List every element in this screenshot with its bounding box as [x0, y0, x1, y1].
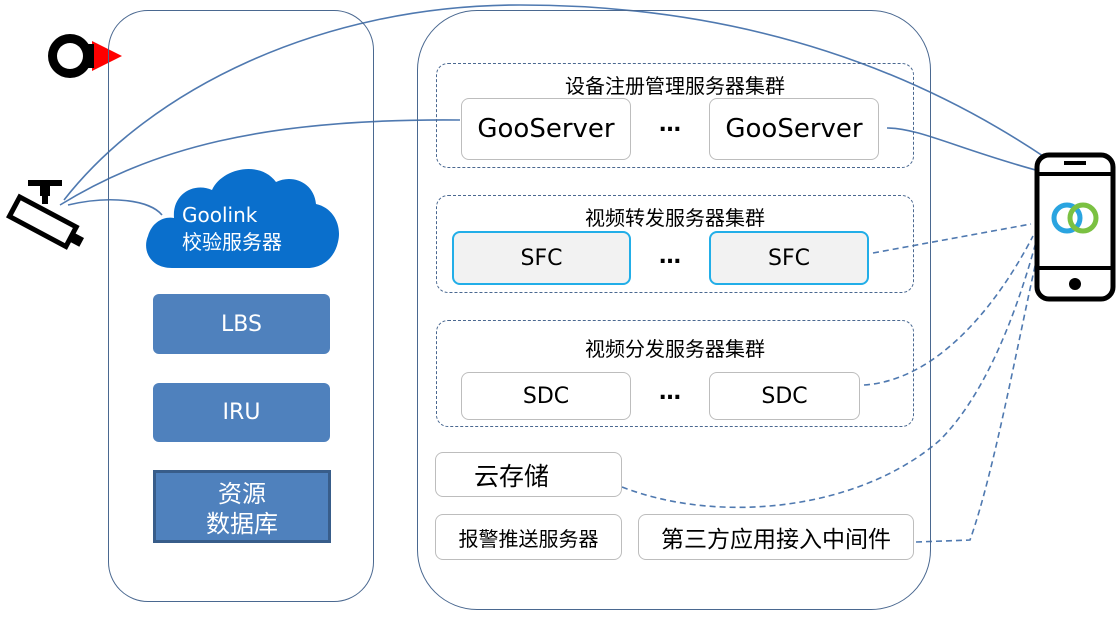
link-gooserver-to-phone [886, 127, 1044, 173]
cloud-label-line1: Goolink [182, 203, 258, 227]
alarm-push-server-box: 报警推送服务器 [435, 514, 622, 560]
link-camera-to-phone-arc [63, 4, 1047, 201]
distribute-cluster: 视频分发服务器集群 [436, 320, 914, 427]
link-camera-to-gooserver [59, 119, 461, 206]
cloud-storage-box: 云存储 [435, 452, 622, 497]
app-logo-icon [1051, 202, 1099, 234]
register-cluster-title: 设备注册管理服务器集群 [565, 74, 785, 98]
verify-server-cloud-icon [146, 168, 340, 268]
sdc-node-a: SDC [461, 372, 631, 420]
link-storage-to-phone [621, 241, 1037, 509]
right-panel [417, 10, 931, 610]
security-camera-icon [6, 180, 85, 250]
left-panel [108, 10, 374, 602]
distribute-cluster-title: 视频分发服务器集群 [585, 337, 765, 361]
doorbell-camera-icon [48, 34, 122, 78]
register-cluster: 设备注册管理服务器集群 [436, 63, 914, 168]
link-camera-to-cloud [67, 199, 163, 216]
sfc-node-a: SFC [452, 231, 631, 285]
distribute-ellipsis: … [659, 380, 681, 405]
lbs-box: LBS [153, 294, 330, 354]
link-sdc-to-phone [863, 235, 1034, 386]
sdc-node-b: SDC [709, 372, 860, 420]
iru-box: IRU [153, 383, 330, 442]
sfc-node-b: SFC [709, 231, 869, 285]
third-party-middleware-box: 第三方应用接入中间件 [638, 514, 914, 560]
forward-cluster-title: 视频转发服务器集群 [585, 206, 765, 230]
link-middleware-to-phone [915, 243, 1041, 543]
database-label-line2: 数据库 [206, 510, 278, 538]
resource-database-box: 资源 数据库 [153, 470, 331, 543]
link-sfc-to-phone [872, 223, 1032, 254]
forward-cluster: 视频转发服务器集群 [436, 195, 914, 293]
database-label-line1: 资源 [218, 480, 266, 508]
cloud-label-line2: 校验服务器 [182, 230, 282, 254]
forward-ellipsis: … [659, 244, 681, 269]
gooserver-node-b: GooServer [709, 98, 879, 160]
register-ellipsis: … [659, 112, 681, 137]
gooserver-node-a: GooServer [461, 98, 631, 160]
